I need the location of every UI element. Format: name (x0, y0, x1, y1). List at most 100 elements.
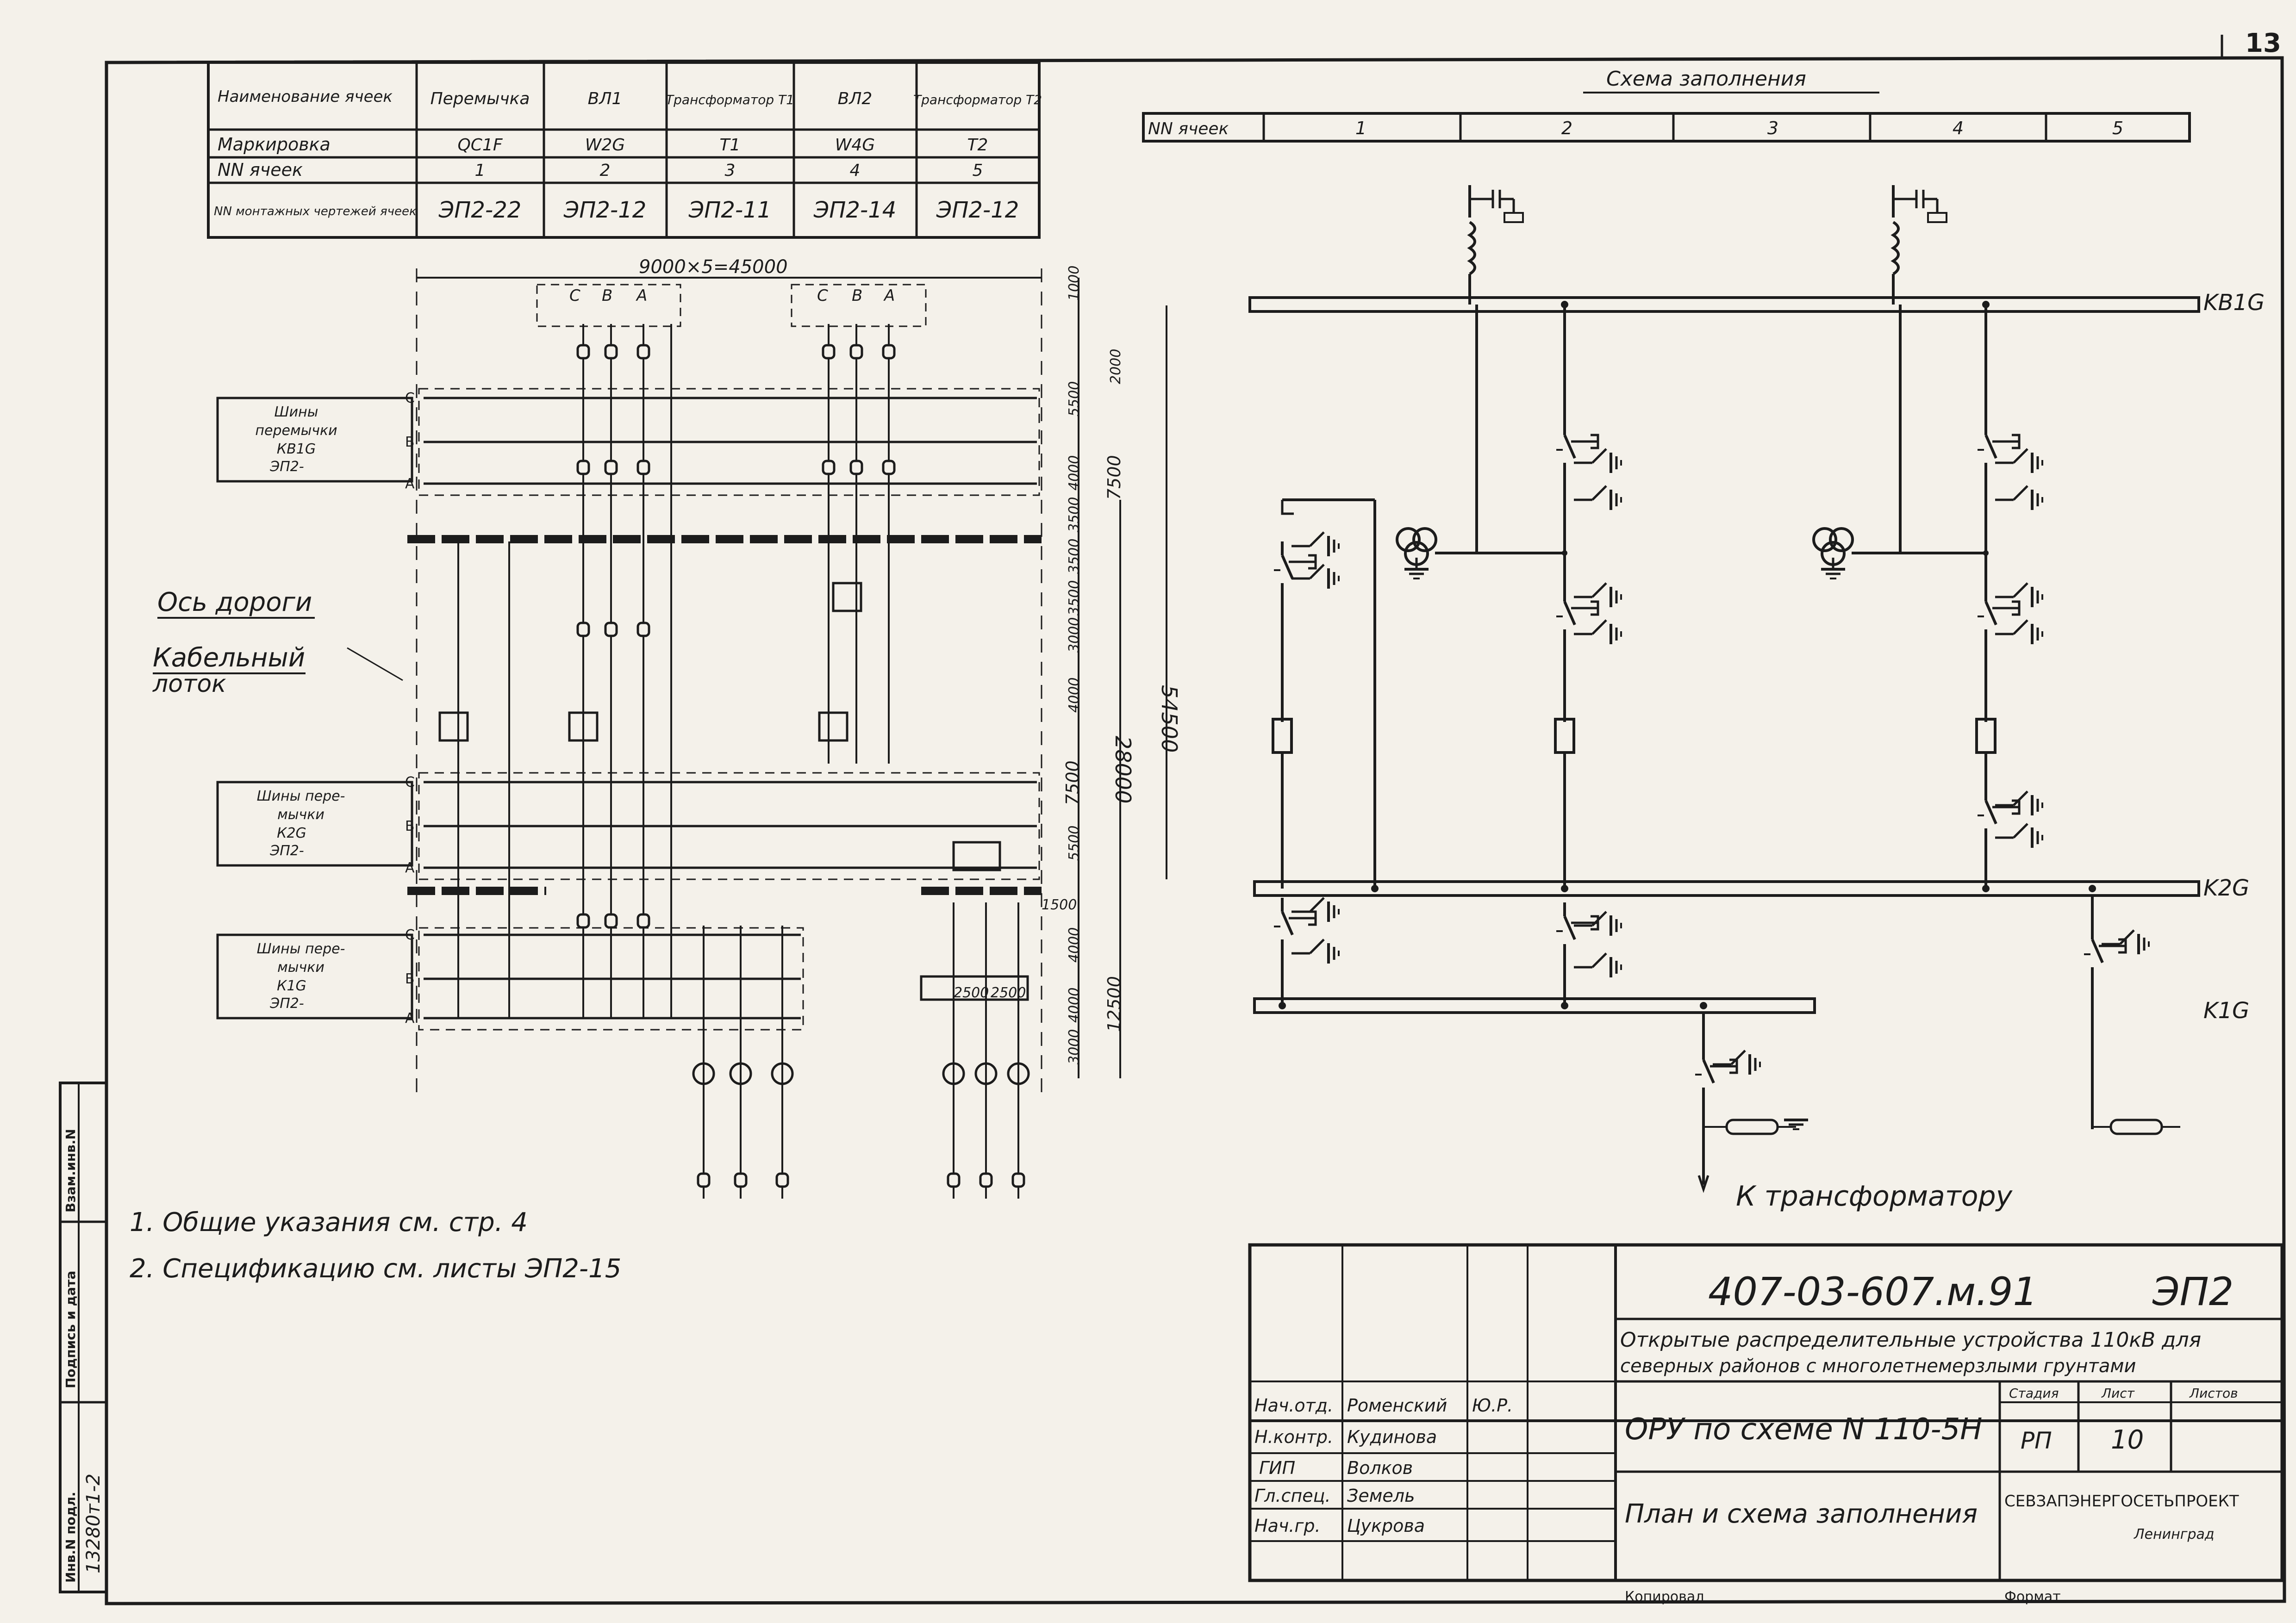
phase-c: C (405, 774, 415, 790)
signer-sign: Ю.Р. (1472, 1395, 1513, 1416)
table-col-number: 4 (850, 161, 861, 180)
organization: СЕВЗАПЭНЕРГОСЕТЬПРОЕКТ (2004, 1492, 2239, 1511)
dim-value: 12500 (1104, 976, 1124, 1032)
table-col-name: ВЛ2 (838, 89, 873, 108)
phase-b: B (852, 286, 862, 305)
phase-a: A (636, 286, 647, 305)
dim-value: 5500 (1066, 826, 1082, 861)
cell-number: 4 (1953, 118, 1964, 138)
table-header-drawing: NN монтажных чертежей ячеек (214, 205, 417, 218)
signer-role: Нач.отд. (1254, 1395, 1333, 1416)
note-1: 1. Общие указания см. стр. 4 (130, 1207, 528, 1237)
dim-value: 4000 (1066, 455, 1082, 491)
dim-value: 3500 (1066, 497, 1082, 532)
side-stamp: Взам.инв.N Подпись и дата Инв.N подл. 13… (59, 1082, 108, 1593)
bus-label-line: КВ1G (277, 441, 316, 457)
bus-label-line: Шины пере- (257, 788, 345, 804)
bus-group-k2g: Шины пере- мычки К2G ЭП2- C B A (216, 772, 1040, 880)
dim-value: 3500 (1066, 580, 1082, 616)
cell-3-feeder (1695, 1002, 1808, 1193)
dim-value: 5500 (1066, 381, 1082, 417)
cell-number: 2 (1561, 118, 1572, 138)
cell-number: 5 (2112, 118, 2123, 138)
sheet-title: План и схема заполнения (1625, 1499, 1978, 1529)
signer-role: Нач.гр. (1254, 1516, 1321, 1536)
sheet-no-value: 10 (2111, 1425, 2144, 1455)
bus-group-k1g: Шины пере- мычки К1G ЭП2- C B A (216, 927, 804, 1031)
bus-label-k2g: K2G (2203, 875, 2249, 901)
format-label: Формат (2004, 1589, 2061, 1605)
signer-role: ГИП (1259, 1458, 1295, 1478)
table-col-marking: T2 (967, 136, 988, 155)
cell-number: 1 (1355, 118, 1366, 138)
phase-c: C (405, 390, 415, 406)
phase-a: A (883, 286, 895, 305)
dim-value: 4000 (1066, 988, 1082, 1023)
bus-label-line: Шины (275, 404, 318, 420)
inner-dim: 2500 (954, 985, 989, 1001)
phase-c: C (569, 286, 580, 305)
signer-role: Гл.спец. (1254, 1486, 1331, 1506)
bus-label-line: Шины пере- (257, 941, 345, 957)
dim-value: 1000 (1066, 266, 1082, 301)
bus-label-line: мычки (277, 807, 324, 823)
table-header-marking: Маркировка (218, 134, 331, 155)
phase-a: A (405, 860, 415, 876)
cable-tray-label: Кабельный (153, 643, 305, 673)
phase-b: B (602, 286, 612, 305)
plan-insulators (578, 345, 1024, 1187)
inner-dim: 2500 (991, 985, 1026, 1001)
notes: 1. Общие указания см. стр. 4 2. Специфик… (130, 1207, 621, 1284)
table-col-number: 3 (725, 161, 736, 180)
phase-c: C (405, 927, 415, 943)
bus-group-kb1g: Шины перемычки КВ1G ЭП2- C B A (216, 388, 1040, 496)
table-col-drawing: ЭП2-12 (563, 197, 647, 223)
drawing-title: ОРУ по схеме N 110-5Н (1625, 1412, 1982, 1447)
project-title-line: северных районов с многолетнемерзлыми гр… (1620, 1356, 2136, 1377)
dim-value: 2000 (1108, 349, 1124, 384)
table-col-number: 2 (600, 161, 611, 180)
stage-value: РП (2021, 1427, 2052, 1454)
phase-c: C (817, 286, 828, 305)
stamp-label: Подпись и дата (63, 1271, 78, 1388)
dim-value: 3000 (1066, 1029, 1082, 1064)
stamp-label: Инв.N подл. (63, 1492, 78, 1583)
table-col-name: Трансформатор Т2 (913, 92, 1042, 107)
bus-label-line: перемычки (255, 423, 337, 439)
dim-value: 4000 (1066, 678, 1082, 713)
doc-code: 407-03-607.м.91 (1708, 1269, 2038, 1314)
table-col-marking: T1 (720, 136, 741, 155)
cell-number: 3 (1767, 118, 1778, 138)
project-title-line: Открытые распределительные устройства 11… (1620, 1328, 2201, 1352)
dim-value: 3000 (1066, 617, 1082, 653)
table-col-name: Трансформатор Т1 (666, 92, 794, 107)
table-col-name: Перемычка (430, 89, 530, 108)
sheets-header: Листов (2189, 1386, 2238, 1401)
cell-2-line (1397, 185, 1621, 1009)
copied-label: Копировал (1625, 1589, 1704, 1605)
signer-role: Н.контр. (1254, 1427, 1333, 1447)
table-header-number: NN ячеек (218, 160, 303, 180)
table-col-marking: W2G (585, 136, 625, 155)
table-col-number: 5 (973, 161, 983, 180)
title-block: 407-03-607.м.91 ЭП2 Открытые распределит… (1248, 1243, 2284, 1605)
scheme-title: Схема заполнения (1606, 67, 1806, 91)
to-transformer-label: К трансформатору (1736, 1180, 2013, 1213)
sheet-code: ЭП2 (2152, 1269, 2234, 1314)
city: Ленинград (2134, 1526, 2215, 1542)
signer-name: Земель (1347, 1486, 1415, 1506)
page-mark: 13 (2245, 28, 2281, 58)
plan-view: 9000×5=45000 C B A C B A Шины перемычки … (152, 256, 1182, 1199)
dim-value: 3500 (1066, 539, 1082, 574)
busbar-kb1g (1248, 296, 2200, 313)
signer-name: Волков (1347, 1458, 1413, 1478)
busbar-k1g (1253, 997, 1816, 1014)
dim-value: 1500 (1042, 897, 1077, 913)
bus-label-line: К1G (277, 978, 306, 994)
scheme: Схема заполнения NN ячеек 1 2 3 4 5 KB1G… (1142, 67, 2265, 1213)
cells-table: Наименование ячеек Маркировка NN ячеек N… (207, 61, 1042, 239)
sheet-header: Лист (2101, 1386, 2135, 1401)
bus-label-kb1g: KB1G (2203, 290, 2265, 316)
table-col-drawing: ЭП2-22 (438, 197, 522, 223)
